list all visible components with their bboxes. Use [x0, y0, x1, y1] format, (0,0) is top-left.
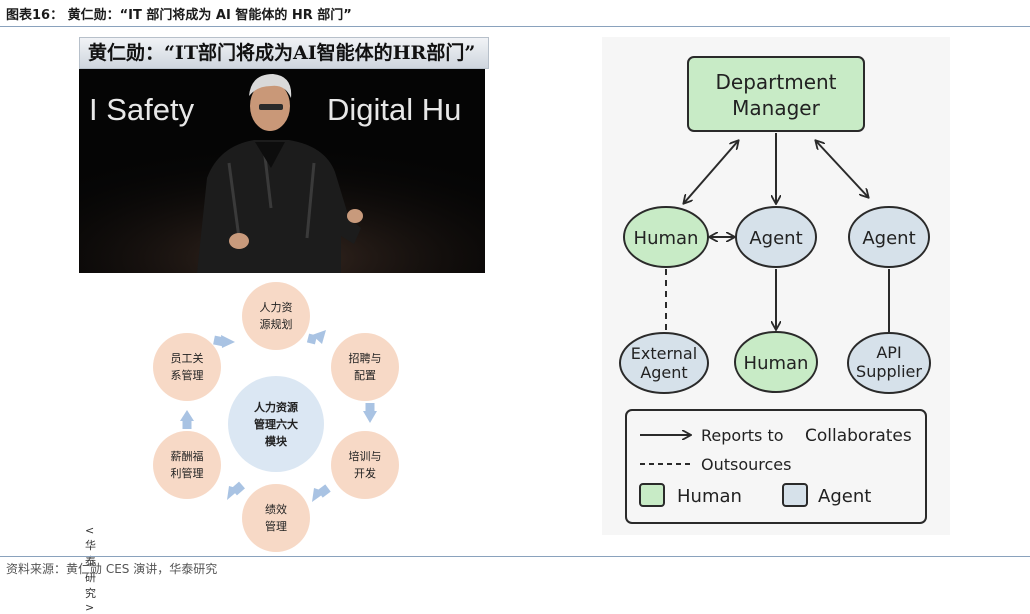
api-supplier-node	[847, 332, 931, 394]
legend-agent: Agent	[818, 486, 871, 507]
hr-module-employee-relations: 员工关系管理	[153, 333, 221, 401]
hr-module-compensation: 薪酬福利管理	[153, 431, 221, 499]
hr-module-recruiting: 招聘与配置	[331, 333, 399, 401]
arrow-icon	[312, 330, 326, 344]
agent-node-label: Agent	[749, 228, 802, 249]
manager-label-line-2: Manager	[732, 96, 820, 120]
external-agent-label-line-2: Agent	[640, 363, 687, 382]
bottom-rule	[0, 556, 1030, 557]
photo-caption: 黄仁勋：“IT部门将成为AI智能体的HR部门”	[79, 37, 489, 69]
hr-module-planning: 人力资源规划	[242, 282, 310, 350]
api-supplier-label-line-1: API	[876, 343, 901, 362]
agent-node	[735, 206, 817, 268]
legend-box	[625, 409, 927, 524]
legend-human-swatch	[639, 483, 665, 507]
manager-node	[687, 56, 865, 132]
human-bottom-node	[734, 331, 818, 393]
hr-cycle-arrows	[180, 330, 377, 502]
edge-manager-human	[684, 141, 738, 203]
photo-bg-text-left: I Safety	[89, 92, 195, 127]
agent-right-node-label: Agent	[862, 228, 915, 249]
hr-center-module: 人力资源管理六大模块	[228, 376, 324, 472]
legend-human: Human	[677, 486, 742, 507]
human-node-label: Human	[634, 228, 699, 249]
figure-title: 图表16： 黄仁勋：“IT 部门将成为 AI 智能体的 HR 部门”	[6, 8, 352, 23]
arrow-icon	[180, 410, 194, 421]
legend-reports-to: Reports to	[701, 426, 784, 445]
keynote-photo: I Safety Digital Hu	[79, 68, 485, 273]
legend-collaborates: Collaborates	[805, 426, 912, 446]
speaker-figure	[79, 74, 485, 273]
top-rule	[0, 26, 1030, 27]
external-agent-node	[619, 332, 709, 394]
api-supplier-label-line-2: Supplier	[856, 362, 922, 381]
agent-org-chart: Department Manager Human Agent Agent Ext…	[619, 56, 931, 524]
figure-source: 资料来源：黄仁勋 CES 演讲，华泰研究	[6, 562, 218, 576]
legend-agent-swatch	[782, 483, 808, 507]
agent-right-node	[848, 206, 930, 268]
agent-org-diagram: Department Manager Human Agent Agent Ext…	[602, 37, 950, 535]
photo-bg-text-right: Digital Hu	[327, 92, 462, 127]
hr-module-training: 培训与开发	[331, 431, 399, 499]
human-bottom-node-label: Human	[744, 353, 809, 374]
hr-module-performance: 绩效管理	[242, 484, 310, 552]
manager-label-line-1: Department	[715, 70, 836, 94]
edge-manager-agent-right	[816, 141, 868, 197]
external-agent-label-line-1: External	[631, 344, 697, 363]
legend-outsources: Outsources	[701, 455, 791, 474]
arrow-icon	[363, 411, 377, 423]
